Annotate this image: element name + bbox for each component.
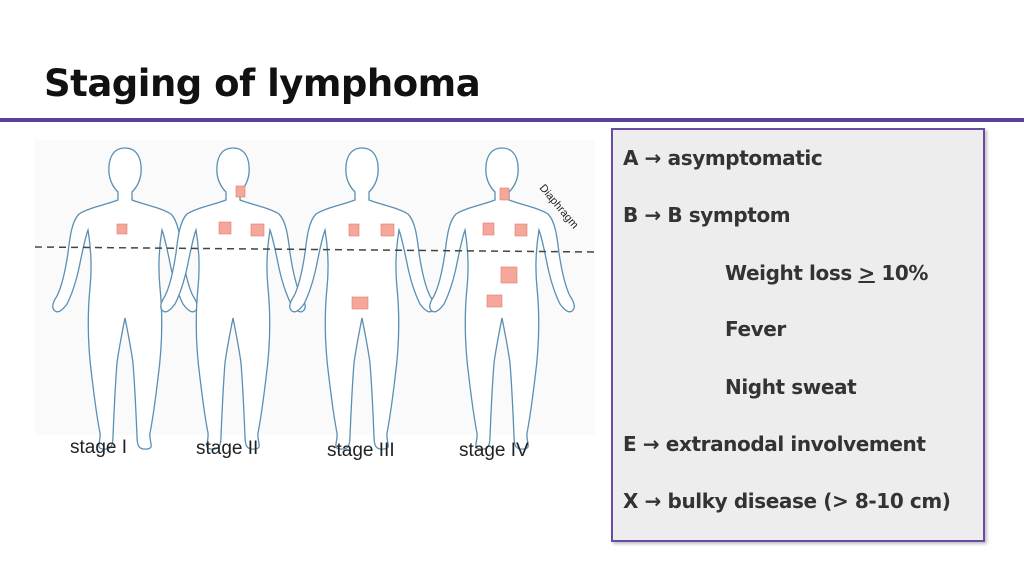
suffix-e-text: extranodal involvement	[665, 432, 926, 456]
stage-label-2: stage II	[196, 438, 258, 459]
arrow-icon: →	[644, 489, 662, 513]
stage-label-1: stage I	[70, 437, 127, 458]
b-symptom-night-sweat: Night sweat	[725, 375, 857, 399]
suffix-x-line: X → bulky disease (> 8-10 cm)	[623, 489, 951, 513]
weight-loss-text: Weight loss	[725, 261, 859, 285]
lymph-node-marker	[235, 185, 246, 198]
suffix-a-letter: A	[623, 146, 639, 170]
arrow-icon: →	[644, 203, 661, 227]
slide-title: Staging of lymphoma	[44, 62, 481, 105]
diaphragm-line	[35, 246, 595, 253]
lymph-node-marker	[116, 223, 128, 235]
suffix-b-letter: B	[623, 203, 638, 227]
lymph-node-marker	[500, 266, 518, 284]
suffix-a-text: asymptomatic	[667, 146, 823, 170]
suffix-b-line: B → B symptom	[623, 203, 791, 227]
b-symptom-weight-loss: Weight loss > 10%	[725, 261, 928, 285]
lymph-node-marker	[250, 223, 265, 237]
staging-figure: Diaphragm stage I stage II stage III sta…	[35, 140, 595, 470]
lymph-node-marker	[380, 223, 395, 237]
suffix-e-letter: E	[623, 432, 637, 456]
staging-suffix-panel: A → asymptomatic B → B symptom Weight lo…	[611, 128, 985, 542]
stage-label-3: stage III	[327, 440, 395, 461]
lymph-node-marker	[514, 223, 528, 237]
b-symptom-fever: Fever	[725, 317, 786, 341]
lymph-node-marker	[218, 221, 232, 235]
suffix-b-text: B symptom	[667, 203, 791, 227]
body-diagrams: Diaphragm stage I stage II stage III sta…	[35, 140, 595, 461]
lymph-node-marker	[486, 294, 503, 308]
suffix-e-line: E → extranodal involvement	[623, 432, 926, 456]
weight-loss-sign: >	[858, 261, 875, 285]
suffix-a-line: A → asymptomatic	[623, 146, 823, 170]
title-divider	[0, 118, 1024, 122]
stage-label-4: stage IV	[459, 440, 529, 461]
suffix-x-letter: X	[623, 489, 639, 513]
lymph-node-marker	[499, 187, 510, 201]
suffix-x-text: bulky disease (> 8-10 cm)	[667, 489, 951, 513]
weight-loss-value: 10%	[874, 261, 929, 285]
lymph-node-marker	[348, 223, 360, 237]
lymph-node-marker	[351, 296, 369, 310]
arrow-icon: →	[644, 146, 662, 170]
arrow-icon: →	[642, 432, 660, 456]
lymph-node-marker	[482, 222, 495, 236]
